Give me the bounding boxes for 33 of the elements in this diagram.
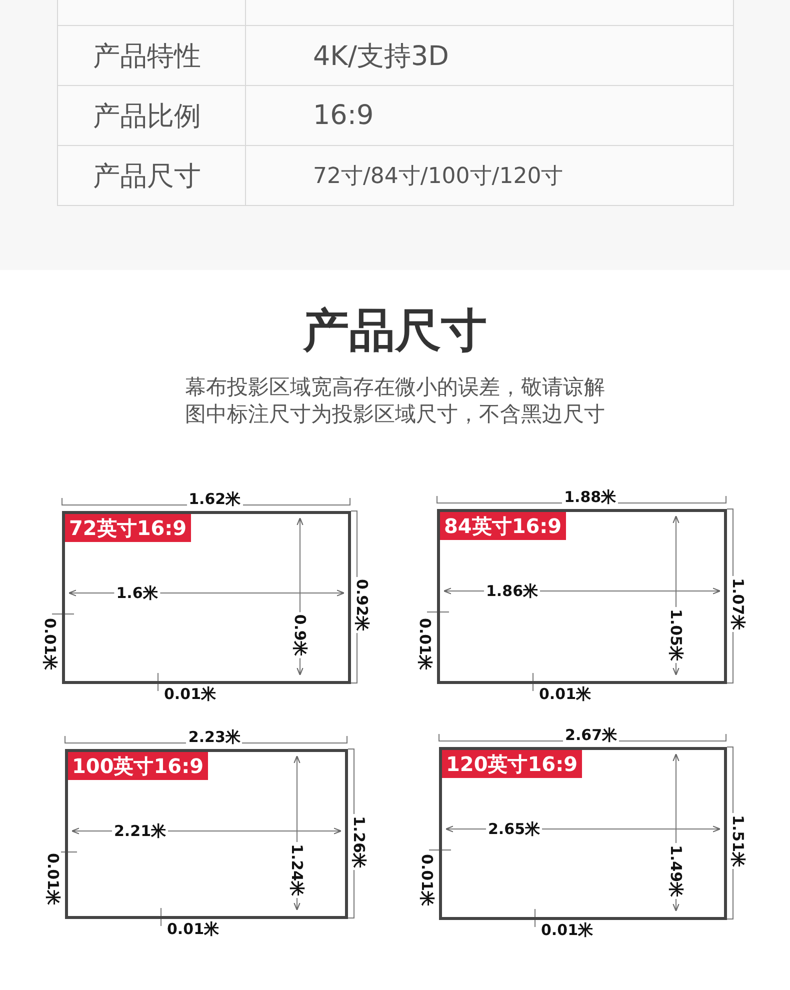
size-badge: 120英寸16:9 bbox=[442, 750, 582, 778]
dimension-label: 0.01米 bbox=[419, 852, 435, 908]
dimension-label: 1.86米 bbox=[484, 583, 540, 599]
dimension-label: 1.88米 bbox=[562, 489, 618, 505]
dimension-label: 2.23米 bbox=[186, 729, 242, 745]
dimension-label: 0.01米 bbox=[162, 686, 218, 702]
dimension-label: 2.65米 bbox=[486, 821, 542, 837]
dimension-label: 2.21米 bbox=[112, 823, 168, 839]
dimension-label: 1.6米 bbox=[114, 585, 160, 601]
size-badge: 72英寸16:9 bbox=[65, 514, 191, 542]
dimension-label: 0.01米 bbox=[45, 851, 61, 907]
dimension-label: 1.49米 bbox=[668, 843, 684, 899]
dimension-label: 1.24米 bbox=[289, 842, 305, 898]
dimension-label: 0.01米 bbox=[417, 616, 433, 672]
dimension-label: 0.01米 bbox=[165, 921, 221, 937]
table-cell: 产品尺寸 bbox=[57, 145, 246, 206]
dimension-label: 1.51米 bbox=[730, 813, 746, 869]
dimension-label: 1.05米 bbox=[668, 607, 684, 663]
dimension-label: 0.9米 bbox=[292, 612, 308, 658]
subtitle: 幕布投影区域宽高存在微小的误差，敬请谅解 bbox=[184, 374, 606, 400]
dimension-label: 1.07米 bbox=[730, 576, 746, 632]
title: 产品尺寸 bbox=[302, 302, 488, 359]
size-badge: 100英寸16:9 bbox=[68, 752, 208, 780]
table-cell: 72寸/84寸/100寸/120寸 bbox=[245, 145, 734, 206]
subtitle: 图中标注尺寸为投影区域尺寸，不含黑边尺寸 bbox=[184, 401, 606, 427]
size-badge: 84英寸16:9 bbox=[440, 512, 566, 540]
dimension-label: 2.67米 bbox=[563, 727, 620, 743]
dimension-label: 0.01米 bbox=[539, 922, 595, 938]
dimension-label: 1.62米 bbox=[186, 491, 243, 507]
dimension-label: 1.26米 bbox=[351, 814, 367, 870]
dimension-label: 0.01米 bbox=[42, 616, 58, 672]
dimension-label: 0.01米 bbox=[537, 686, 593, 702]
dimension-label: 0.92米 bbox=[354, 577, 370, 633]
